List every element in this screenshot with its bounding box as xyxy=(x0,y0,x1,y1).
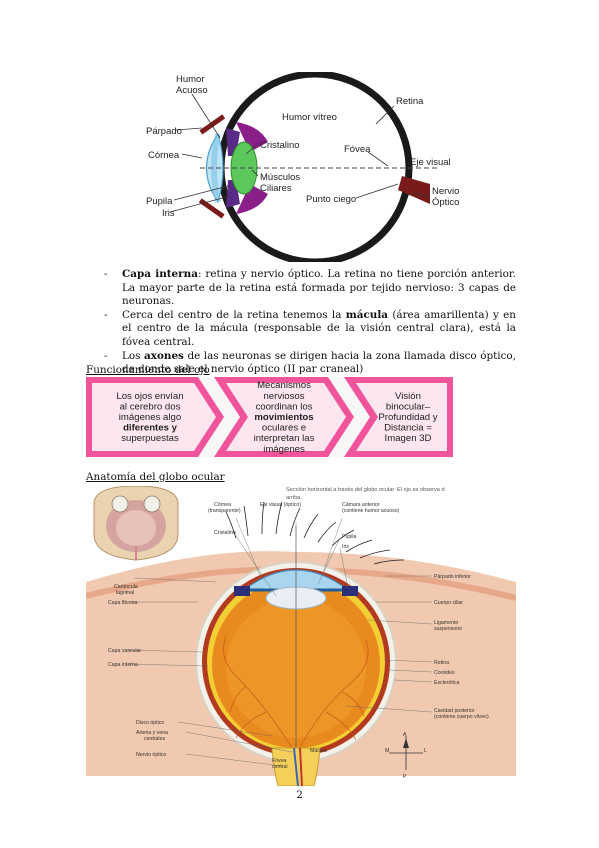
banner-step-3-line: Distancia = xyxy=(384,423,432,434)
banner-step-1-line: al cerebro dos xyxy=(120,401,181,412)
banner-step-1-line: superpuestas xyxy=(121,433,179,444)
anat-cavidad-2: (contiene cuerpo vítreo) xyxy=(434,714,489,720)
label-retina: Retina xyxy=(396,96,424,107)
label-pupila: Pupila xyxy=(146,196,173,207)
bullet-dash: - xyxy=(104,308,108,321)
label-punto-ciego: Punto ciego xyxy=(306,194,356,205)
anat-fovea-2: central xyxy=(272,764,288,770)
bullet-text: (área amarillenta) y en el centro de la … xyxy=(122,308,516,348)
compass-p: P xyxy=(403,774,407,780)
bullet-item: - Los axones de las neuronas se dirigen h… xyxy=(104,350,516,377)
ciliary-muscles xyxy=(236,122,268,152)
anat-cavidad-1: Cavidad posterior xyxy=(434,708,475,714)
label-cornea: Córnea xyxy=(148,150,180,161)
eyelid-lower xyxy=(198,198,225,219)
anat-capa-interna: Capa interna xyxy=(108,662,138,668)
compass-a: A xyxy=(403,732,407,738)
anat-macula: Mácula xyxy=(310,748,327,754)
eyelashes xyxy=(225,501,405,565)
eyelid-upper xyxy=(199,114,226,135)
anat-camara-1: Cámara anterior xyxy=(342,502,380,508)
anat-iris: Iris xyxy=(342,544,349,550)
anat-coroides: Coroides xyxy=(434,670,455,676)
optic-nerve-shape xyxy=(398,176,430,204)
eye-diagram: Humor Acuoso Párpado Córnea Pupila Iris … xyxy=(146,72,459,262)
banner-step-3-line: Profundidad y xyxy=(378,412,437,423)
label-fovea: Fóvea xyxy=(344,144,371,155)
anat-fovea-1: Fóvea xyxy=(272,758,287,764)
anat-capa-fibrosa: Capa fibrosa xyxy=(108,600,138,606)
bullet-dash: - xyxy=(104,268,108,280)
anat-arteria-1: Arteria y vena xyxy=(136,730,168,736)
anat-cornea-1: Córnea xyxy=(214,502,231,508)
label-humor-acuoso-1: Humor xyxy=(176,74,205,85)
bullet-item: - Cerca del centro de la retina tenemos … xyxy=(104,309,516,350)
bullet-bold: Capa interna xyxy=(122,268,198,280)
heading-anatomia: Anatomía del globo ocular xyxy=(86,471,225,483)
bullet-list: - Capa interna: retina y nervio óptico. L… xyxy=(104,268,516,377)
anat-disco-optico: Disco óptico xyxy=(136,720,164,726)
banner-step-2-line: interpretan las xyxy=(254,433,315,444)
bullet-text: Los xyxy=(122,349,145,362)
banner-step-2-line: Mecanismos xyxy=(257,380,311,391)
anat-caruncula-1: Carúncula xyxy=(114,584,138,590)
banner-step-3-line: binocular– xyxy=(386,401,431,412)
anat-parpado-inferior: Párpado inferior xyxy=(434,574,471,580)
compass-l: L xyxy=(424,748,427,754)
banner-step-2-line: oculares e xyxy=(262,423,306,434)
anat-eje-visual: Eje visual (óptico) xyxy=(260,502,301,508)
anat-esclerotica: Esclerótica xyxy=(434,680,459,686)
heading-funcionamiento: Funcionamiento del ojo xyxy=(86,364,210,376)
anat-ligamento-2: suspensorio xyxy=(434,626,462,632)
label-nervio-1: Nervio xyxy=(432,186,459,197)
banner-step-2-line: imágenes xyxy=(263,444,305,455)
anat-arteria-2: centrales xyxy=(144,736,165,742)
label-musculos-1: Músculos xyxy=(260,172,300,183)
anat-cornea-2: (transparente) xyxy=(208,508,241,514)
anatomy-figure: Sección horizontal a través del globo oc… xyxy=(86,486,516,786)
banner-step-1-line: diferentes y xyxy=(123,423,178,434)
banner-step-2-line: movimientos xyxy=(254,412,313,423)
anat-ligamento-1: Ligamento xyxy=(434,620,458,626)
label-humor-vitreo: Humor vítreo xyxy=(282,112,337,123)
page-number: 2 xyxy=(296,790,303,801)
bullet-text: Cerca del centro de la retina tenemos la xyxy=(122,308,346,321)
anat-cristalino: Cristalino xyxy=(214,530,236,536)
bullet-text: de las neuronas se dirigen hacia la zona… xyxy=(122,349,516,376)
anat-caruncula-2: lagrimal xyxy=(116,590,134,596)
banner-step-3-line: Visión xyxy=(395,391,421,402)
head-thumbnail xyxy=(93,486,179,561)
anat-retina: Retina xyxy=(434,660,449,666)
label-musculos-2: Ciliares xyxy=(260,183,292,194)
label-eje-visual: Eje visual xyxy=(410,157,451,168)
label-parpado: Párpado xyxy=(146,126,182,137)
bullet-text: : retina y nervio óptico. La retina no t… xyxy=(122,268,516,308)
bullet-item: - Capa interna: retina y nervio óptico. L… xyxy=(104,268,516,309)
compass-m: M xyxy=(385,748,389,754)
banner-step-3-line: Imagen 3D xyxy=(385,433,432,444)
label-cristalino: Cristalino xyxy=(260,140,300,151)
bullet-bold: axones xyxy=(144,349,184,362)
anat-pupila: Pupila xyxy=(342,534,357,540)
anat-cuerpo-ciliar: Cuerpo ciliar xyxy=(434,600,463,606)
compass-rose: M L A P xyxy=(385,732,427,780)
label-humor-acuoso-2: Acuoso xyxy=(176,85,208,96)
anatomy-caption-2: arriba. xyxy=(286,495,302,501)
banner-step-2-line: coordinan los xyxy=(255,401,312,412)
anatomy-caption-1: Sección horizontal a través del globo oc… xyxy=(286,487,445,493)
anat-camara-2: (contiene humor acuoso) xyxy=(342,508,400,514)
label-nervio-2: Óptico xyxy=(432,197,459,208)
banner-step-2-line: nerviosos xyxy=(263,391,304,402)
bullet-bold: mácula xyxy=(345,308,389,321)
label-iris: Iris xyxy=(162,208,175,219)
anat-capa-vascular: Capa vascular xyxy=(108,648,141,654)
banner-step-1-line: Los ojos envían xyxy=(116,391,183,402)
anat-nervio-optico: Nervio óptico xyxy=(136,752,166,758)
bullet-dash: - xyxy=(104,349,108,362)
banner-step-1-line: imágenes algo xyxy=(119,412,181,423)
